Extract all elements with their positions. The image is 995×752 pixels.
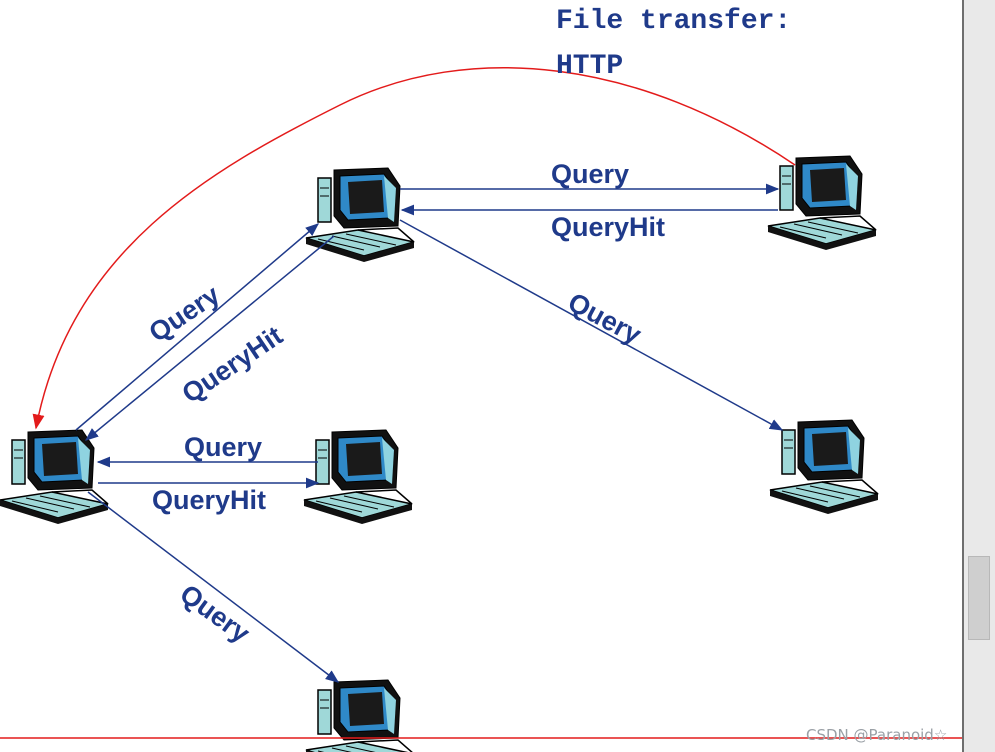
peer-left-icon [0,429,109,525]
label-right-query: Query [563,287,646,350]
arrow-query-right [399,219,784,431]
scrollbar-thumb[interactable] [968,556,990,640]
peer-middle-icon [303,429,413,525]
peer-top-right-icon [767,155,877,251]
label-middle-query: Query [184,432,262,462]
label-middle-queryhit: QueryHit [152,485,266,515]
gnutella-diagram: File transfer: HTTP Query QueryHit Query… [0,6,962,752]
watermark-text: CSDN @Paranoid☆ [806,726,947,744]
label-top-query: Query [551,159,629,189]
peer-top-middle-icon [305,167,415,263]
peer-right-icon [769,419,879,515]
title-line1: File transfer: [556,6,791,37]
arrow-queryhit-diagonal [84,235,335,441]
label-diagonal-queryhit: QueryHit [177,320,288,409]
arrow-query-diagonal [75,223,320,431]
arrow-query-bottom [87,491,340,683]
peer-bottom-icon [305,679,415,752]
title-line2: HTTP [556,51,623,82]
http-transfer-arrow [32,66,796,430]
label-top-queryhit: QueryHit [551,212,665,242]
